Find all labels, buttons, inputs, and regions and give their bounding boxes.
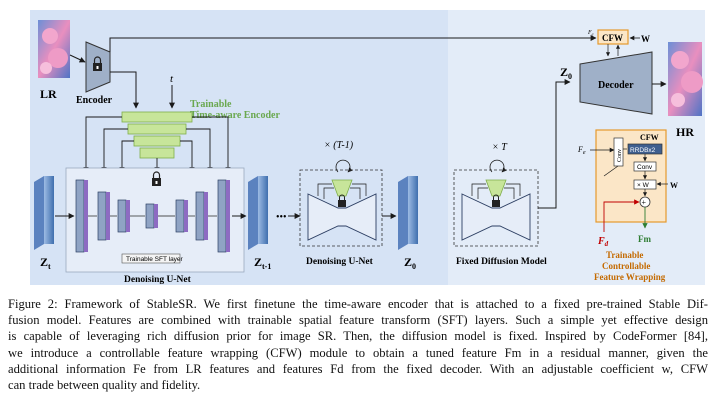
denoising-unet-main-label: Denoising U-Net bbox=[124, 275, 192, 285]
times-w-label: × W bbox=[637, 182, 650, 189]
z0-mid-latent bbox=[398, 176, 418, 250]
cfw-caption-line2: Controllable bbox=[602, 261, 650, 271]
stablesr-framework-diagram: LR Encoder t Trainable Time-aware Encode… bbox=[30, 10, 705, 285]
decoder-label: Decoder bbox=[598, 80, 634, 91]
encoder-label: Encoder bbox=[76, 95, 113, 106]
rrdb-label: RRDBx2 bbox=[630, 147, 656, 154]
fd-label: Fd bbox=[597, 236, 609, 248]
fixed-diffusion-label: Fixed Diffusion Model bbox=[456, 257, 547, 267]
hr-image bbox=[668, 42, 703, 116]
fe-detail-label: Fe bbox=[577, 145, 586, 156]
lock-icon bbox=[152, 171, 161, 186]
sft-legend-box bbox=[121, 253, 181, 264]
w-top-label: W bbox=[641, 34, 650, 44]
denoising-unet-mid-label: Denoising U-Net bbox=[306, 257, 374, 267]
unet-mid-connections bbox=[317, 183, 367, 199]
ellipsis: ••• bbox=[276, 212, 287, 223]
conv-label: Conv bbox=[637, 164, 653, 171]
encoder-to-sft-connections bbox=[83, 116, 231, 173]
repeat-t-label: × T bbox=[492, 142, 508, 153]
caption-line: can trade between quality and fidelity. bbox=[8, 378, 201, 393]
repeat-t1-label: × (T-1) bbox=[324, 140, 354, 151]
unet-mid-shape bbox=[307, 193, 377, 241]
z-t1-label: Zt-1 bbox=[254, 255, 271, 271]
lock-icon bbox=[492, 194, 500, 207]
cfw-detail-label: CFW bbox=[640, 133, 659, 142]
trainable-encoder-label-2: Time-aware Encoder bbox=[190, 110, 280, 121]
caption-line: Figure 2: Framework of StableSR. We firs… bbox=[8, 297, 708, 311]
caption-line: additional information Fe from LR featur… bbox=[8, 361, 708, 376]
lr-label: LR bbox=[40, 87, 57, 101]
lr-image bbox=[38, 20, 70, 78]
conv-side-label: Conv bbox=[617, 149, 623, 162]
lr-to-encoder-arrow bbox=[69, 54, 86, 63]
plus-label: + bbox=[642, 198, 647, 207]
lock-icon bbox=[338, 194, 346, 207]
fixed-to-decoder-arrow bbox=[538, 79, 571, 209]
caption-line: we introduce a controllable feature wrap… bbox=[8, 345, 708, 360]
w-detail-label: W bbox=[670, 181, 678, 190]
lock-icon bbox=[93, 56, 102, 71]
fixed-unet-connections bbox=[471, 183, 521, 199]
fixed-unet-encoder bbox=[485, 179, 507, 197]
hr-label: HR bbox=[676, 125, 694, 139]
fe-top-label: Fe bbox=[587, 30, 594, 37]
fm-label: Fm bbox=[638, 234, 651, 244]
encoder-to-cfw-arrow bbox=[109, 35, 597, 52]
z0-top-label: Z0 bbox=[560, 65, 572, 81]
fixed-unet-shape bbox=[461, 193, 531, 241]
fd-arrow bbox=[603, 199, 640, 232]
caption-line: fusion model. Features are combined with… bbox=[8, 313, 708, 328]
conv-side-block bbox=[613, 137, 624, 167]
cfw-top-label: CFW bbox=[602, 33, 623, 43]
figure-caption: Figure 2: Framework of StableSR. We firs… bbox=[8, 296, 708, 393]
z-t-latent bbox=[34, 176, 54, 250]
z-t1-latent bbox=[248, 176, 268, 250]
z-t-label: Zt bbox=[40, 255, 51, 271]
denoising-unet-mid-box bbox=[299, 169, 383, 247]
cfw-top-box bbox=[597, 29, 629, 45]
sft-legend-label: Trainable SFT layer bbox=[126, 256, 184, 263]
unet-mid-encoder bbox=[331, 179, 353, 197]
repeat-t1-loop-arrow bbox=[335, 159, 353, 173]
caption-line: is capable of leveraging rich diffusion … bbox=[8, 329, 708, 344]
t-label: t bbox=[170, 73, 174, 85]
z0-mid-label: Z0 bbox=[404, 255, 416, 271]
cfw-caption-line1: Trainable bbox=[606, 250, 643, 260]
trainable-encoder-label-1: Trainable bbox=[190, 99, 232, 110]
fd-to-conv-arrow bbox=[603, 165, 619, 177]
cfw-caption-line3: Feature Wrapping bbox=[594, 272, 666, 282]
encoder-to-timeaware-arrow bbox=[110, 71, 139, 109]
cfw-top-decoder-links bbox=[605, 44, 621, 57]
repeat-t-loop-arrow bbox=[489, 159, 507, 173]
unet-feature-blocks bbox=[75, 179, 230, 253]
decoder-block bbox=[579, 51, 653, 115]
